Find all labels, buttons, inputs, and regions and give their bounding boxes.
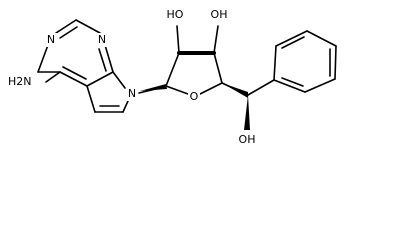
bond-c4a-c4-inner [62,66,87,80]
atom-labels: N N H2N N HO OH O OH [6,8,258,147]
atom-label-ring-oxygen: O [190,90,199,103]
atom-label-oh2: HO [167,8,184,21]
atom-label-nh2: H2N [8,75,32,88]
bond-c2-n1 [75,19,101,34]
bond-c3-oh [213,25,219,54]
bond-n1-c8a-inner [98,48,107,72]
chemical-structure-diagram: N N H2N N HO OH O OH [6,8,337,147]
bond-ph-5 [275,30,308,47]
bond-c4-n3 [37,44,49,73]
atom-label-n1: N [98,33,106,46]
bond-ph-1 [273,79,306,93]
benzyl-group [244,79,275,130]
bond-n3-c2-inner [59,26,78,39]
bond-c4a-c4 [59,71,88,87]
bond-c1-c2 [165,52,180,87]
furanose-ring [138,25,249,96]
atom-label-oh-benzylic: OH [239,133,256,146]
wedge-bond-c5-oh [244,95,250,130]
atom-label-n7: N [128,87,136,100]
atom-label-n3: N [47,33,55,46]
bond-c8a-c4a [86,71,114,87]
bond-ph-2 [304,78,336,93]
bond-ph-6 [273,45,277,81]
atom-label-oh3: OH [211,8,228,21]
wedge-bond-n7-c1 [140,84,167,91]
pyrimidine-ring [37,19,114,87]
bond-ph-inner-1 [281,77,304,87]
bond-c2-oh [176,25,180,54]
bond-c5-ipso [247,79,275,96]
pyrrole-ring [86,71,129,113]
bond-c4-nh2 [45,71,61,83]
phenyl-ring [273,30,337,93]
bond-o-c1 [165,85,189,95]
bond-n1-c8a [104,44,114,73]
bond-ph-inner-3 [281,36,305,49]
bond-ph-3 [334,45,337,80]
bond-ph-4 [306,30,337,47]
bond-n7-c8a [112,71,126,89]
bond-c4a-c5 [86,85,96,113]
bond-c6-n7 [122,100,129,113]
bond-c3-c4 [213,52,223,84]
bond-c4-o [199,82,223,95]
bond-n3-c2 [55,19,77,34]
wedge-bond-c4-c5 [222,83,248,98]
